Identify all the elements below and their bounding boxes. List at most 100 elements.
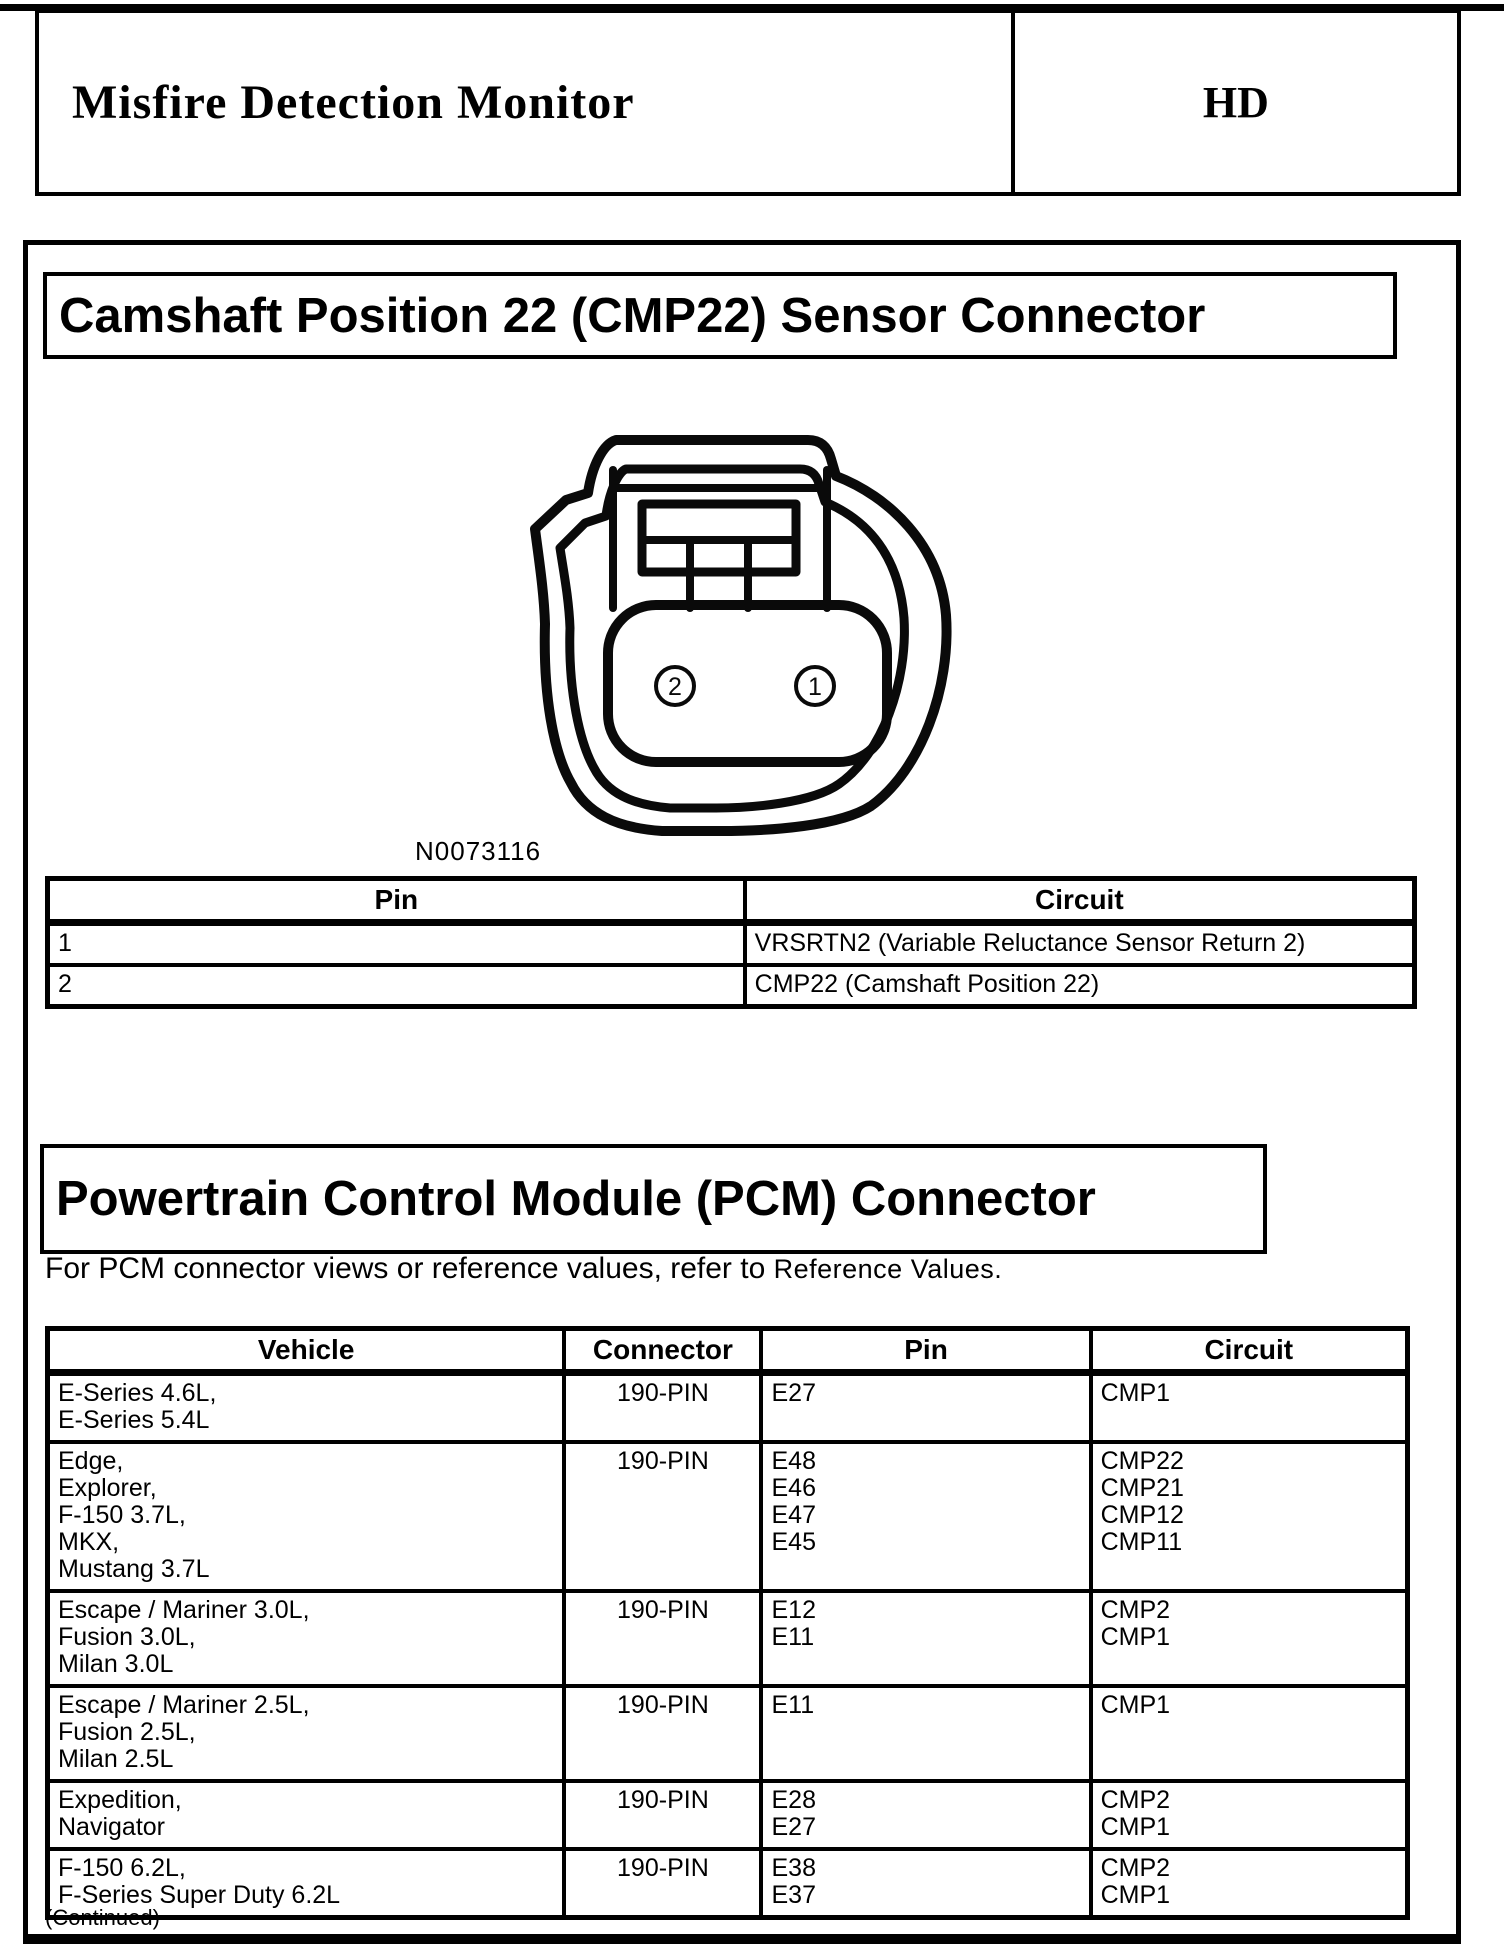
circuit-cell: CMP1 [1088, 1370, 1410, 1444]
page-title: Misfire Detection Monitor [72, 76, 635, 129]
circuit-line: CMP12 [1100, 1501, 1184, 1529]
circuit-line: CMP1 [1100, 1379, 1171, 1407]
content-box: Camshaft Position 22 (CMP22) Sensor Conn… [23, 240, 1461, 1944]
vehicle-line: Escape / Mariner 2.5L, [58, 1691, 310, 1719]
vehicle-line: Milan 3.0L [58, 1650, 174, 1678]
vehicle-cell: Escape / Mariner 2.5L,Fusion 2.5L,Milan … [45, 1684, 567, 1783]
circuit-line: CMP2 [1100, 1786, 1171, 1814]
vehicle-line: Fusion 3.0L, [58, 1623, 196, 1651]
vehicle-line: Mustang 3.7L [58, 1555, 210, 1583]
figure-label: N0073116 [415, 836, 542, 866]
pin-cell: E11 [759, 1684, 1093, 1783]
pin-1-label: 1 [808, 673, 822, 701]
pcm-section-heading: Powertrain Control Module (PCM) Connecto… [56, 1172, 1096, 1226]
continued-note: (Continued) [45, 1905, 160, 1930]
pin-table-header-circuit: Circuit [742, 876, 1417, 926]
pcm-table-row: Escape / Mariner 3.0L,Fusion 3.0L,Milan … [45, 1589, 1410, 1688]
pin-number-cell: 2 [45, 963, 747, 1009]
vehicle-cell: Escape / Mariner 3.0L,Fusion 3.0L,Milan … [45, 1589, 567, 1688]
vehicle-line: F-Series Super Duty 6.2L [58, 1881, 341, 1909]
vehicle-line: Fusion 2.5L, [58, 1718, 196, 1746]
circuit-line: CMP22 [1100, 1447, 1184, 1475]
vehicle-line: MKX, [58, 1528, 120, 1556]
pin-line: E38 [771, 1854, 816, 1882]
circuit-line: CMP21 [1100, 1474, 1184, 1502]
page-header-title-cell: Misfire Detection Monitor [39, 13, 1015, 192]
pin-table-header-row: Pin Circuit [45, 876, 1417, 926]
pin-line: E12 [771, 1596, 816, 1624]
connector-cell: 190-PIN [562, 1779, 764, 1851]
connector-diagram: 2 1 [420, 412, 980, 862]
page-header: Misfire Detection Monitor HD [35, 9, 1461, 196]
pin-2-marker: 2 [654, 665, 696, 707]
vehicle-cell: E-Series 4.6L,E-Series 5.4L [45, 1370, 567, 1444]
circuit-line: CMP1 [1100, 1691, 1171, 1719]
pin-2-label: 2 [668, 673, 682, 701]
vehicle-line: F-150 6.2L, [58, 1854, 186, 1882]
vehicle-cell: Expedition,Navigator [45, 1779, 567, 1851]
pin-line: E48 [771, 1447, 816, 1475]
pcm-table-header-circuit: Circuit [1088, 1326, 1410, 1376]
circuit-line: CMP2 [1100, 1596, 1171, 1624]
vehicle-line: F-150 3.7L, [58, 1501, 186, 1529]
circuit-cell: CMP22 (Camshaft Position 22) [742, 963, 1417, 1009]
pin-line: E27 [771, 1813, 816, 1841]
page-top-rule [0, 4, 1504, 11]
pcm-table-header-pin: Pin [759, 1326, 1093, 1376]
pin-table: Pin Circuit 1 VRSRTN2 (Variable Reluctan… [45, 876, 1417, 1009]
vehicle-cell: F-150 6.2L,F-Series Super Duty 6.2L [45, 1847, 567, 1920]
pcm-table-header-row: Vehicle Connector Pin Circuit [45, 1326, 1410, 1376]
pcm-table-row: Edge,Explorer,F-150 3.7L,MKX,Mustang 3.7… [45, 1440, 1410, 1593]
pin-line: E27 [771, 1379, 816, 1407]
pin-table-header-pin: Pin [45, 876, 747, 926]
sensor-section-title-box: Camshaft Position 22 (CMP22) Sensor Conn… [43, 272, 1397, 359]
vehicle-cell: Edge,Explorer,F-150 3.7L,MKX,Mustang 3.7… [45, 1440, 567, 1593]
vehicle-line: Navigator [58, 1813, 165, 1841]
section-code: HD [1202, 78, 1269, 127]
pin-line: E28 [771, 1786, 816, 1814]
connector-cell: 190-PIN [562, 1684, 764, 1783]
pin-line: E45 [771, 1528, 816, 1556]
circuit-line: CMP1 [1100, 1623, 1171, 1651]
connector-cell: 190-PIN [562, 1589, 764, 1688]
reference-values-link: Reference Values. [773, 1254, 1003, 1284]
vehicle-line: Milan 2.5L [58, 1745, 174, 1773]
pin-1-marker: 1 [794, 665, 836, 707]
vehicle-line: Edge, [58, 1447, 124, 1475]
pcm-section-title-box: Powertrain Control Module (PCM) Connecto… [40, 1144, 1267, 1254]
vehicle-line: Escape / Mariner 3.0L, [58, 1596, 310, 1624]
pin-table-row: 2 CMP22 (Camshaft Position 22) [45, 963, 1417, 1009]
page-header-code-cell: HD [1015, 13, 1457, 192]
circuit-cell: CMP1 [1088, 1684, 1410, 1783]
pcm-table: Vehicle Connector Pin Circuit E-Series 4… [45, 1326, 1410, 1920]
connector-cell: 190-PIN [562, 1847, 764, 1920]
pin-line: E11 [771, 1623, 815, 1651]
pin-line: E11 [771, 1691, 815, 1719]
pcm-note-text: For PCM connector views or reference val… [45, 1252, 774, 1285]
pcm-table-header-connector: Connector [562, 1326, 764, 1376]
cmp22-connector-drawing: 2 1 [530, 435, 952, 836]
pin-number-cell: 1 [45, 920, 747, 967]
pcm-table-row: Escape / Mariner 2.5L,Fusion 2.5L,Milan … [45, 1684, 1410, 1783]
circuit-line: CMP1 [1100, 1813, 1171, 1841]
pin-cell: E27 [759, 1370, 1093, 1444]
circuit-line: CMP2 [1100, 1854, 1171, 1882]
pin-line: E37 [771, 1881, 816, 1909]
sensor-section-heading: Camshaft Position 22 (CMP22) Sensor Conn… [59, 288, 1206, 343]
pin-table-row: 1 VRSRTN2 (Variable Reluctance Sensor Re… [45, 920, 1417, 967]
circuit-line: CMP1 [1100, 1881, 1171, 1909]
vehicle-line: E-Series 5.4L [58, 1406, 210, 1434]
pcm-note: For PCM connector views or reference val… [45, 1252, 1002, 1286]
pin-line: E47 [771, 1501, 816, 1529]
